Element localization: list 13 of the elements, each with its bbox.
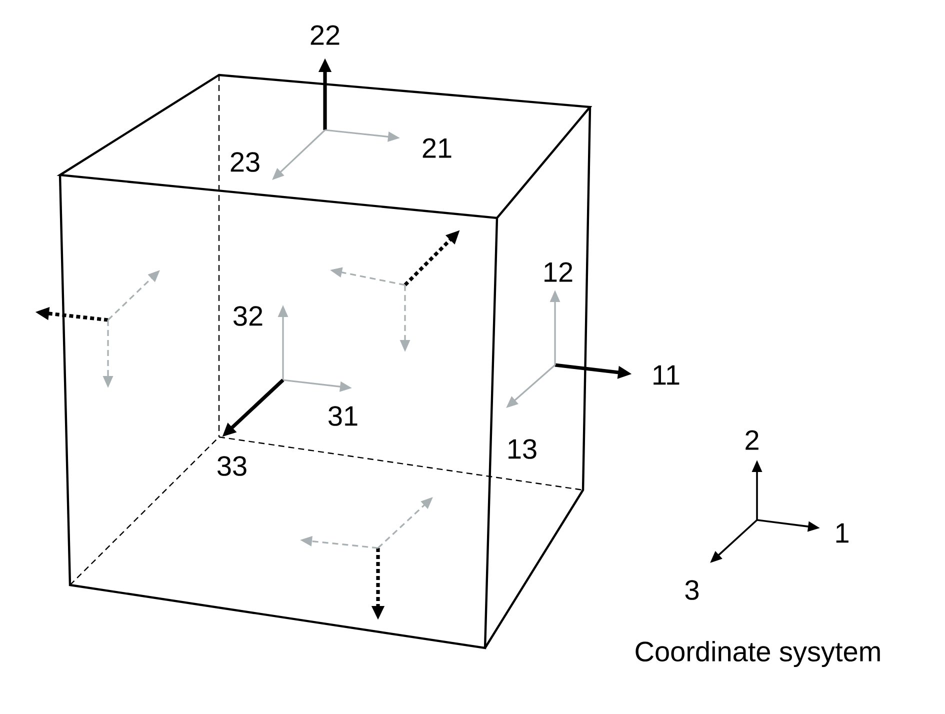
axis-caption: Coordinate sysytem <box>636 640 880 668</box>
axis-label: 3 <box>685 580 699 600</box>
stress-label: 11 <box>654 365 680 385</box>
stress-label: 32 <box>234 306 262 326</box>
stress-label: 12 <box>544 262 572 282</box>
axis-label: 2 <box>746 430 758 450</box>
stress-label: 31 <box>328 406 358 426</box>
stress-label: 23 <box>230 152 260 172</box>
stress-label: 33 <box>218 456 246 476</box>
stress-label: 21 <box>422 138 452 158</box>
stress-label: 22 <box>310 25 340 45</box>
axis-label: 1 <box>836 523 848 543</box>
stress-label: 13 <box>508 439 536 459</box>
